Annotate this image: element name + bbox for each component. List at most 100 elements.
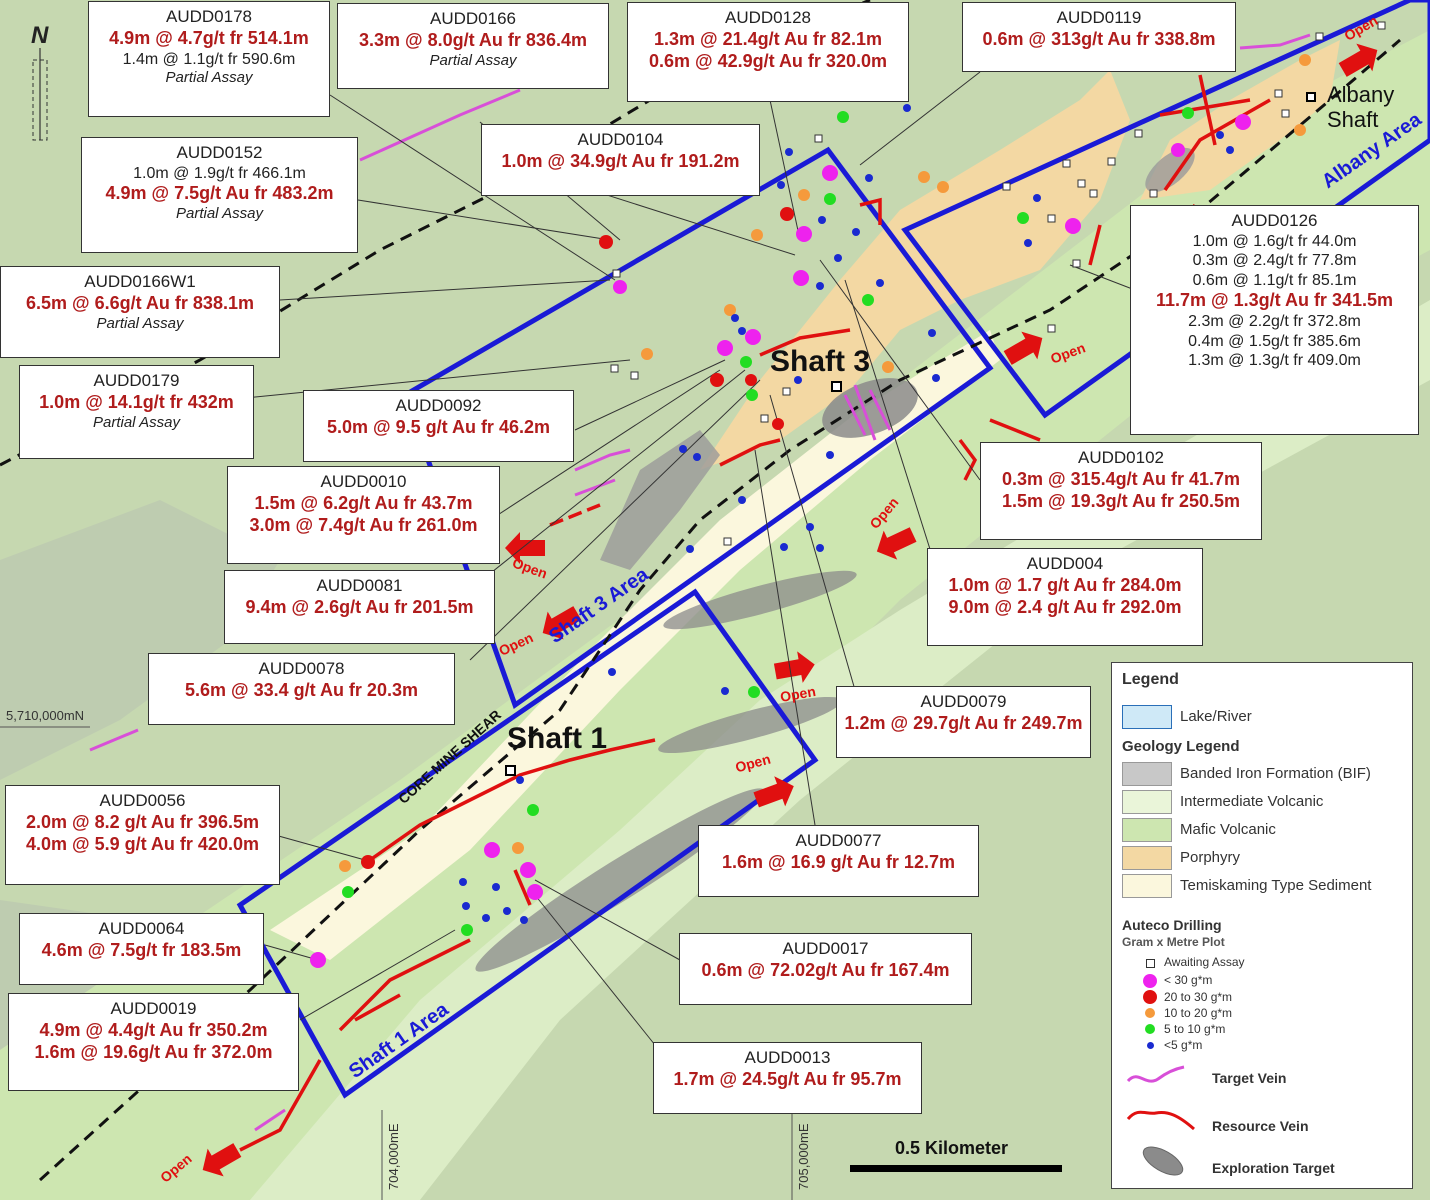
open-arrow-8 [1338,43,1378,77]
easting2-label: 705,000mE [796,1123,811,1191]
callout-partial-assay: Partial Assay [176,205,263,223]
open-arrow-7 [202,1143,242,1177]
legend-green-dot [1145,1024,1155,1034]
drill-awaiting [610,21,1386,546]
callout-title: AUDD0064 [98,919,185,938]
callout-intercept: 6.5m @ 6.6g/t Au fr 838.1m [26,292,254,313]
resource-vein-albany [1088,74,1271,266]
callout-intercept: 1.6m @ 16.9 g/t Au fr 12.7m [722,851,955,872]
legend-red-label: 20 to 30 g*m [1164,990,1233,1004]
drill-holes [310,21,1386,968]
legend-mafic-swatch [1122,818,1172,842]
callout-intercept: 1.3m @ 21.4g/t Au fr 82.1m [654,28,882,49]
legend-blue-dot [1147,1042,1154,1049]
legend-sediment-label: Temiskaming Type Sediment [1180,877,1372,894]
legend-target-vein-label: Target Vein [1212,1070,1287,1086]
callout-title: AUDD0081 [316,576,403,595]
callout-partial-assay: Partial Assay [165,69,253,87]
resource-vein-south [239,938,471,1152]
shaft1-label: Shaft 1 [507,722,608,755]
callout-intercept: 1.0m @ 1.9g/t fr 466.1m [133,164,306,182]
callout-intercept: 0.6m @ 1.1g/t fr 85.1m [1192,271,1357,289]
albany-shaft-label: Albany Shaft [1327,82,1395,133]
albany-area-box [901,0,1430,419]
callout-intercept: 3.3m @ 8.0g/t Au fr 836.4m [359,29,587,50]
open-arrow-4 [1003,331,1043,365]
open-arrow-3 [876,527,917,560]
scale-bar [850,1165,1062,1172]
callout-partial-assay: Partial Assay [96,314,184,332]
bif-west-lens [600,430,720,570]
callout-title: AUDD0179 [93,371,180,390]
target-vein-4 [89,728,139,752]
callout-intercept: 3.0m @ 7.4g/t Au fr 261.0m [249,514,478,535]
callout-intercept: 0.6m @ 72.02g/t Au fr 167.4m [701,959,950,980]
callout-intercept: 1.0m @ 14.1g/t fr 432m [39,391,234,412]
leader-lines [224,71,1136,1046]
callout-intercept: 4.9m @ 7.5g/t Au fr 483.2m [105,183,334,204]
exploration-target-3 [475,788,765,972]
legend-exploration-target-label: Exploration Target [1212,1160,1335,1176]
legend-exploration-target-icon [1142,1146,1184,1176]
scale-label: 0.5 Kilometer [895,1138,1009,1158]
callout-partial-assay: Partial Assay [429,51,517,69]
callout-intercept: 0.6m @ 42.9g/t Au fr 320.0m [649,50,887,71]
callout-intercept: 0.3m @ 2.4g/t fr 77.8m [1192,252,1357,270]
legend-sediment-swatch [1122,874,1172,898]
legend-title: Legend [1122,671,1179,688]
legend-porphyry-swatch [1122,846,1172,870]
exploration-target-2 [658,696,842,754]
legend-orange-dot [1145,1008,1155,1018]
drill-green [342,107,1194,936]
callout-intercept: 1.4m @ 1.1g/t fr 590.6m [122,50,296,68]
easting1-label: 704,000mE [386,1123,401,1191]
callout-intercept: 4.9m @ 4.4g/t Au fr 350.2m [39,1019,268,1040]
bif-albany [1145,147,1195,193]
legend-bif-label: Banded Iron Formation (BIF) [1180,765,1371,782]
callout-intercept: 1.5m @ 19.3g/t Au fr 250.5m [1002,490,1240,511]
callout-title: AUDD0017 [782,939,869,958]
drill-magenta [310,114,1251,968]
callout-intercept: 1.0m @ 1.6g/t fr 44.0m [1192,232,1357,250]
callout-intercept: 2.0m @ 8.2 g/t Au fr 396.5m [26,811,259,832]
callout-title: AUDD0119 [1056,8,1142,27]
drill-red [361,207,794,869]
callout-intercept: 1.5m @ 6.2g/t Au fr 43.7m [254,492,473,513]
callout-title: AUDD0102 [1078,448,1164,467]
callout-title: AUDD0166 [430,9,516,28]
callout-intercept: 9.4m @ 2.6g/t Au fr 201.5m [245,596,474,617]
legend-orange-label: 10 to 20 g*m [1164,1006,1233,1020]
callout-title: AUDD0078 [258,659,345,678]
callout-title: AUDD0092 [395,396,482,415]
legend-awaiting-label: Awaiting Assay [1164,955,1245,969]
legend-lake-label: Lake/River [1180,708,1252,725]
legend-intermediate-label: Intermediate Volcanic [1180,793,1324,810]
open-arrow-6 [753,776,794,808]
callout-intercept: 0.3m @ 315.4g/t Au fr 41.7m [1002,468,1240,489]
legend-mafic-label: Mafic Volcanic [1180,821,1276,838]
callout-intercept: 1.0m @ 1.7 g/t Au fr 284.0m [948,574,1182,595]
callout-title: AUDD0104 [577,130,664,149]
callout-title: AUDD0019 [110,999,197,1018]
callout-intercept: 1.7m @ 24.5g/t Au fr 95.7m [673,1068,902,1089]
callout-intercept: 0.4m @ 1.5g/t fr 385.6m [1188,332,1361,350]
callout-intercept: 4.6m @ 7.5g/t fr 183.5m [41,939,242,960]
callout-intercept: 9.0m @ 2.4 g/t Au fr 292.0m [948,596,1182,617]
legend-drilling-subtitle: Gram x Metre Plot [1122,935,1225,949]
legend-red-dot [1143,990,1157,1004]
callout-intercept: 5.6m @ 33.4 g/t Au fr 20.3m [185,679,418,700]
